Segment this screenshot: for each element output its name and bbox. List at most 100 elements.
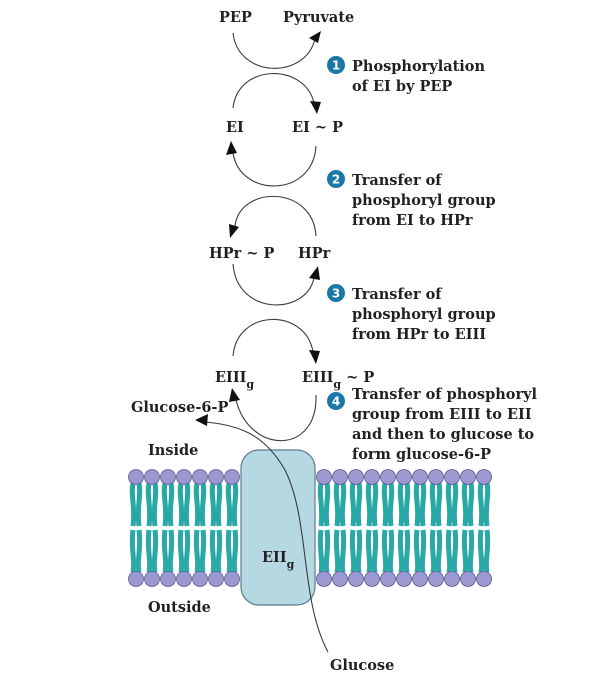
lipid-head: [128, 571, 144, 587]
eiii-arrowhead: [229, 388, 240, 402]
lipid-tail: [193, 482, 201, 574]
lipid-head: [364, 469, 380, 485]
step-2-number: 2: [332, 173, 340, 187]
lipid-tail: [129, 482, 137, 574]
lipid-head: [208, 469, 224, 485]
glucose6p-label: Glucose-6-P: [131, 399, 228, 416]
lipid-head: [316, 469, 332, 485]
lipid-pair: [208, 469, 224, 587]
step-4-badge: [327, 392, 345, 410]
lipid-head: [476, 469, 492, 485]
lipid-tail: [483, 482, 491, 574]
step-4-line-4: form glucose-6-P: [352, 446, 491, 463]
inside-label: Inside: [148, 442, 198, 459]
lipid-head: [380, 469, 396, 485]
lipid-tail: [183, 482, 191, 574]
eip-label: EI ~ P: [292, 119, 343, 136]
lipid-tail: [209, 482, 217, 574]
lipid-tail: [371, 482, 379, 574]
hprp-label: HPr ~ P: [209, 245, 274, 262]
glucose-to-glucose6p-curve: [204, 421, 329, 653]
lipid-head: [460, 469, 476, 485]
step-4-line-3: and then to glucose to: [352, 426, 534, 443]
step-4-line-2: group from EIII to EII: [352, 406, 532, 423]
hpr-label: HPr: [298, 245, 331, 262]
step-1-number: 1: [332, 59, 340, 73]
lipid-pair: [476, 469, 492, 587]
lipid-head: [176, 469, 192, 485]
lipid-pair: [444, 469, 460, 587]
lipid-head: [160, 571, 176, 587]
eiiip-label: EIIIg ~ P: [302, 369, 374, 391]
step-1-line-1: Phosphorylation: [352, 58, 485, 75]
lipid-tail: [333, 482, 341, 574]
lipid-tail: [397, 482, 405, 574]
lipid-tail: [451, 482, 459, 574]
step-3-line-2: phosphoryl group: [352, 306, 496, 323]
lipid-tail: [355, 482, 363, 574]
hpr-arrowhead: [309, 266, 320, 280]
eiii-to-eiiip-curve: [232, 319, 314, 357]
step-2-line-1: Transfer of: [352, 172, 443, 189]
lipid-head: [316, 571, 332, 587]
glucose-label: Glucose: [330, 657, 394, 674]
eip-to-ei-curve: [232, 145, 317, 187]
pep-label: PEP: [219, 9, 252, 26]
lipid-head: [364, 571, 380, 587]
lipid-head: [192, 469, 208, 485]
eip-arrowhead: [310, 101, 321, 114]
step-4: 4 Transfer of phosphoryl group from EIII…: [327, 386, 538, 463]
lipid-head: [144, 469, 160, 485]
lipid-tail: [323, 482, 331, 574]
lipid-tail: [429, 482, 437, 574]
hprp-arrowhead: [229, 224, 239, 238]
lipid-bilayer: [128, 469, 492, 587]
step-1: 1 Phosphorylation of EI by PEP: [327, 56, 485, 95]
eiiip-arrowhead: [309, 350, 320, 364]
lipid-head: [396, 469, 412, 485]
lipid-pair: [224, 469, 240, 587]
lipid-pair: [128, 469, 144, 587]
eiii-left-label: EIIIg: [215, 369, 254, 391]
step-3-line-3: from HPr to EIII: [352, 326, 486, 343]
outside-label: Outside: [148, 599, 211, 616]
lipid-head: [476, 571, 492, 587]
pyruvate-label: Pyruvate: [283, 9, 354, 26]
lipid-tail: [161, 482, 169, 574]
lipid-tail: [317, 482, 325, 574]
ei-arrowhead: [226, 141, 237, 155]
lipid-head: [332, 469, 348, 485]
lipid-pair: [380, 469, 396, 587]
lipid-head: [176, 571, 192, 587]
lipid-tail: [381, 482, 389, 574]
lipid-head: [428, 571, 444, 587]
hprp-to-hpr-curve: [232, 263, 315, 306]
lipid-pair: [332, 469, 348, 587]
lipid-head: [160, 469, 176, 485]
pep-to-pyruvate-curve: [232, 32, 316, 69]
lipid-pair: [412, 469, 428, 587]
eii-transporter-protein: [240, 449, 316, 606]
lipid-tail: [467, 482, 475, 574]
lipid-pair: [160, 469, 176, 587]
lipid-tail: [403, 482, 411, 574]
lipid-tail: [365, 482, 373, 574]
step-1-badge: [327, 56, 345, 74]
lipid-tail: [445, 482, 453, 574]
step-2-badge: [327, 170, 345, 188]
eiiip-to-eiii-curve: [235, 394, 317, 442]
lipid-pair: [176, 469, 192, 587]
step-2: 2 Transfer of phosphoryl group from EI t…: [327, 170, 496, 229]
lipid-head: [380, 571, 396, 587]
lipid-pair: [192, 469, 208, 587]
lipid-tail: [167, 482, 175, 574]
reaction-curves: [195, 31, 329, 653]
lipid-head: [348, 469, 364, 485]
lipid-tail: [387, 482, 395, 574]
lipid-tail: [225, 482, 233, 574]
lipid-tail: [145, 482, 153, 574]
step-1-line-2: of EI by PEP: [352, 78, 452, 95]
lipid-tail: [413, 482, 421, 574]
lipid-head: [460, 571, 476, 587]
